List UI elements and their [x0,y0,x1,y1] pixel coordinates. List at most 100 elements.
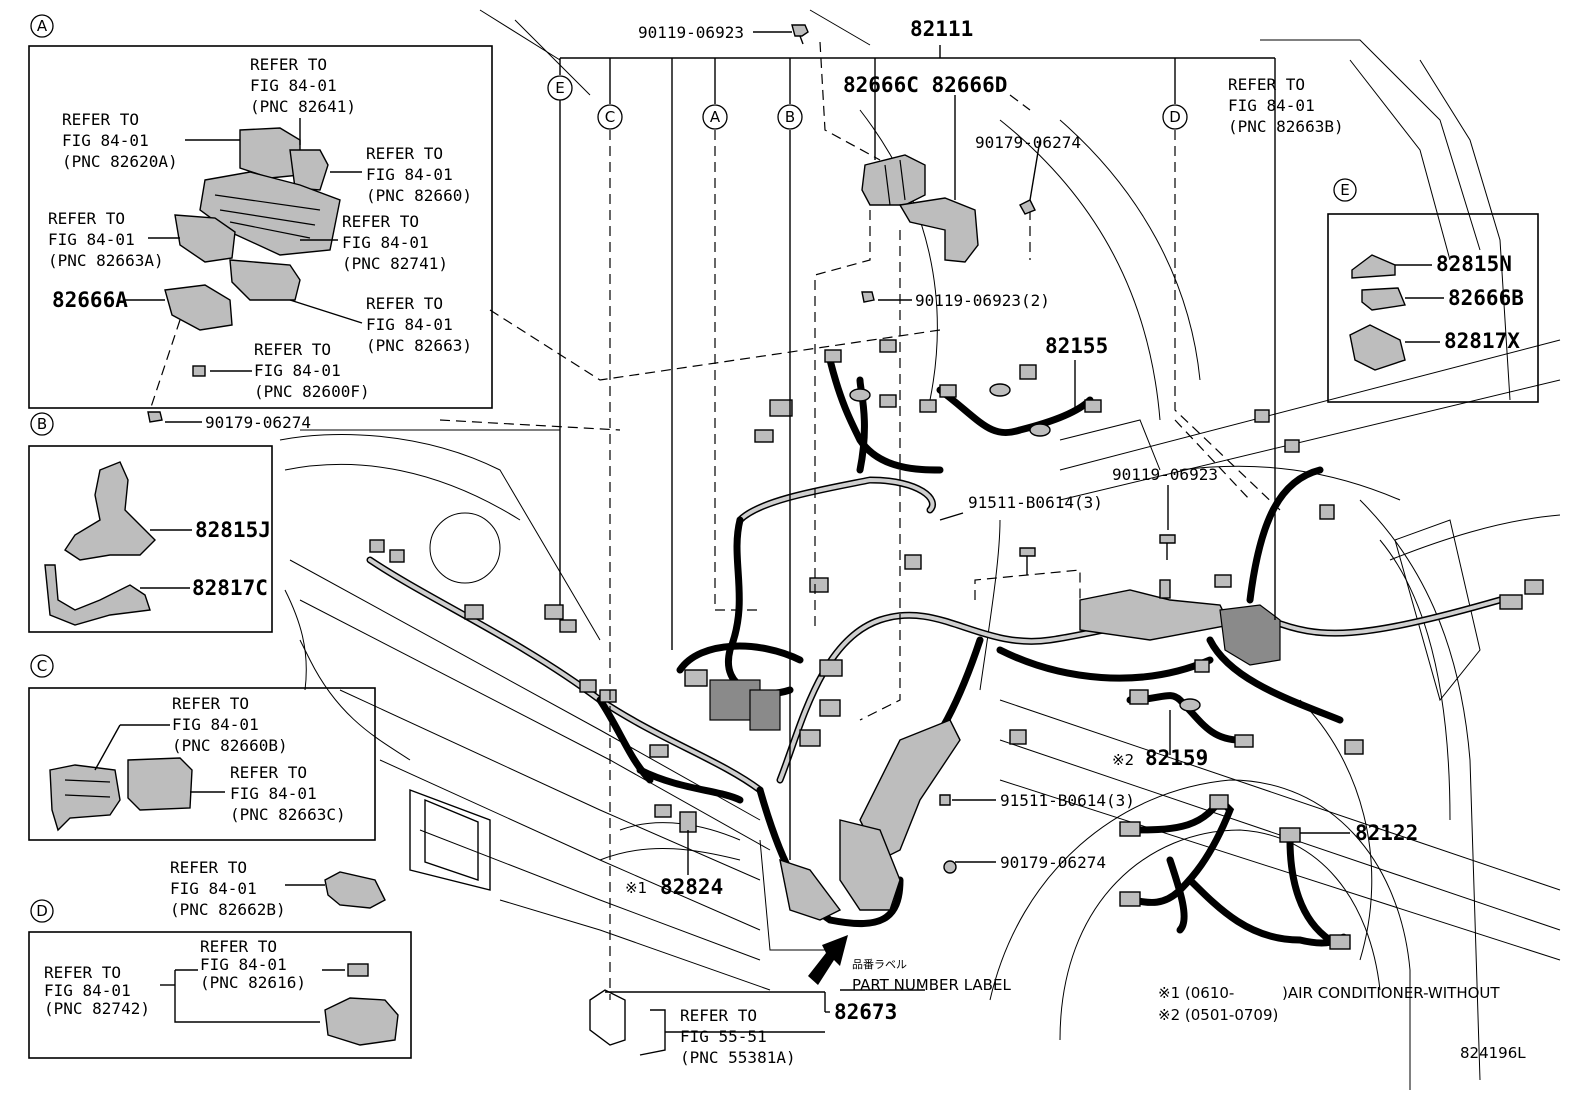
ref-line: REFER TO [1228,75,1305,94]
note-1: ※1 (0610- )AIR CONDITIONER-WITHOUT [1158,984,1500,1002]
ref-line: REFER TO [62,110,139,129]
part-90119-06923-2: 90119-06923(2) [915,291,1050,310]
ref-line: (PNC 82641) [250,97,356,116]
part-90179-06274-a: 90179-06274 [205,413,311,432]
ref-line: FIG 84-01 [254,361,341,380]
ref-line: FIG 84-01 [250,76,337,95]
part-82817x: 82817X [1444,329,1520,353]
ref-line: FIG 84-01 [170,879,257,898]
callout-e-box: E [1333,178,1357,202]
part-82815n: 82815N [1436,252,1512,276]
callout-a-tree-label: A [710,108,721,126]
box-e [1327,213,1539,403]
ref-line: (PNC 55381A) [680,1048,796,1067]
ref-line: (PNC 82663B) [1228,117,1344,136]
ref-line: REFER TO [44,963,121,982]
ref-82641: REFER TO FIG 84-01 (PNC 82641) [250,55,356,116]
ref-line: REFER TO [230,763,307,782]
ref-line: FIG 84-01 [44,981,131,1000]
ref-line: (PNC 82620A) [62,152,178,171]
part-82824: 82824 [660,875,723,899]
ref-82616: REFER TO FIG 84-01 (PNC 82616) [200,937,306,992]
part-82159: 82159 [1145,746,1208,770]
ref-line: FIG 55-51 [680,1027,767,1046]
ref-line: REFER TO [250,55,327,74]
ref-line: (PNC 82600F) [254,382,370,401]
part-82111: 82111 [910,17,973,41]
ref-55381a: REFER TO FIG 55-51 (PNC 55381A) [680,1006,796,1067]
box-d-parts [160,963,399,1046]
ref-line: (PNC 82742) [44,999,150,1018]
diagram-id: 824196L [1460,1044,1526,1062]
callout-a-top: A [30,14,54,38]
callout-a-tree: A [702,104,728,130]
part-number-label-arrow [808,935,848,985]
callout-b-tree-label: B [785,108,795,126]
callout-e-tree-label: E [555,79,564,97]
box-d [28,931,412,1059]
ref-82662b: REFER TO FIG 84-01 (PNC 82662B) [170,858,286,919]
ref-line: FIG 84-01 [48,230,135,249]
box-c-parts [49,724,225,832]
ref-line: (PNC 82660B) [172,736,288,755]
harness-connectors [369,339,1544,950]
box-a-parts [147,127,341,423]
part-82817c: 82817C [192,576,268,600]
ref-line: REFER TO [254,340,331,359]
box-a [28,45,493,409]
engine-room-wire-harness [366,356,1504,947]
ref-line: FIG 84-01 [1228,96,1315,115]
ref-line: REFER TO [680,1006,757,1025]
ref-82660b: REFER TO FIG 84-01 (PNC 82660B) [172,694,288,755]
bracket-82673 [589,989,830,1056]
callout-c-label: C [37,657,47,675]
part-82666a: 82666A [52,288,128,312]
callout-c-tree: C [597,104,623,130]
part-91511-b0614-upper: 91511-B0614(3) [968,493,1103,512]
ref-line: FIG 84-01 [200,955,287,974]
callout-b-tree: B [777,104,803,130]
ref-line: (PNC 82616) [200,973,306,992]
part-91511-b0614-lower: 91511-B0614(3) [1000,791,1135,810]
ref-line: FIG 84-01 [342,233,429,252]
note-2: ※2 (0501-0709) [1158,1006,1278,1024]
callout-d-tree: D [1162,104,1188,130]
ref-line: (PNC 82741) [342,254,448,273]
part-90179-06274-lower: 90179-06274 [1000,853,1106,872]
ref-82663a: REFER TO FIG 84-01 (PNC 82663A) [48,209,164,270]
part-82155: 82155 [1045,334,1108,358]
ref-line: REFER TO [342,212,419,231]
main-part-tree [559,41,1281,1000]
part-82122: 82122 [1355,821,1418,845]
ref-82600f: REFER TO FIG 84-01 (PNC 82600F) [254,340,370,401]
callout-a-label: A [37,17,48,35]
part-90179-06274-top: 90179-06274 [975,133,1081,152]
ref-line: REFER TO [200,937,277,956]
callout-d-tree-label: D [1169,108,1181,126]
callout-e-label: E [1340,181,1349,199]
ref-82663b: REFER TO FIG 84-01 (PNC 82663B) [1228,75,1344,136]
ref-82660: REFER TO FIG 84-01 (PNC 82660) [366,144,472,205]
vehicle-body-outline [279,9,1561,1090]
mark-1-82824: ※1 [625,879,647,897]
box-c [28,687,376,841]
ref-line: REFER TO [366,294,443,313]
box-b [28,445,273,633]
box-e-parts [1349,254,1444,371]
ref-line: FIG 84-01 [366,315,453,334]
part-82673: 82673 [834,1000,897,1024]
callout-d-label: D [36,902,48,920]
callout-c-tree-label: C [605,108,615,126]
ref-line: REFER TO [366,144,443,163]
box-a-leaders [125,118,363,423]
relay-blocks-82666c-d [861,154,1036,263]
ref-82663c: REFER TO FIG 84-01 (PNC 82663C) [230,763,346,824]
part-82815j: 82815J [195,518,271,542]
ref-82741: REFER TO FIG 84-01 (PNC 82741) [342,212,448,273]
ref-line: (PNC 82663A) [48,251,164,270]
part-number-label-jp: 品番ラベル [852,958,907,971]
callout-b-label: B [37,415,47,433]
ref-line: REFER TO [170,858,247,877]
ref-82620a: REFER TO FIG 84-01 (PNC 82620A) [62,110,178,171]
ref-82663: REFER TO FIG 84-01 (PNC 82663) [366,294,472,355]
